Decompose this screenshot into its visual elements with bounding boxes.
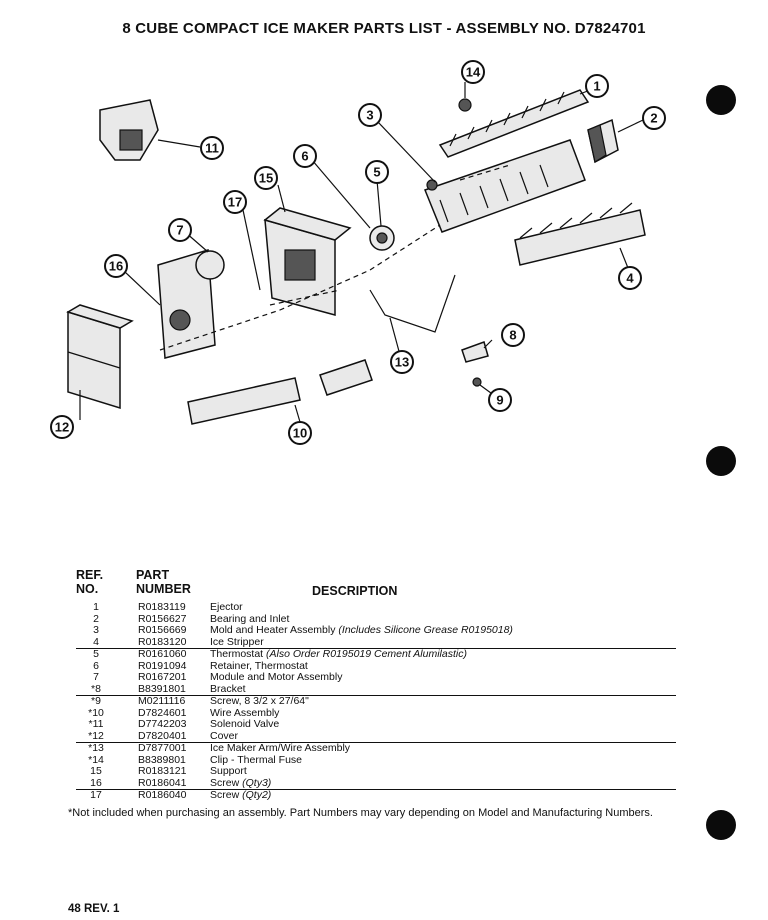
thermal-fuse-clip-part xyxy=(458,98,472,112)
svg-text:13: 13 xyxy=(395,355,409,370)
svg-text:1: 1 xyxy=(593,79,600,94)
binder-hole-top xyxy=(706,85,736,115)
mold-heater-part xyxy=(424,139,586,233)
callout-5: 5 xyxy=(365,160,389,184)
callout-15: 15 xyxy=(254,166,278,190)
callout-16: 16 xyxy=(104,254,128,278)
callout-2: 2 xyxy=(642,106,666,130)
svg-text:3: 3 xyxy=(366,108,373,123)
svg-text:16: 16 xyxy=(109,259,123,274)
svg-text:17: 17 xyxy=(228,195,242,210)
svg-text:10: 10 xyxy=(293,426,307,441)
module-motor-part xyxy=(157,249,225,359)
svg-text:7: 7 xyxy=(176,223,183,238)
callout-14: 14 xyxy=(461,60,485,84)
arm-wire-part xyxy=(369,274,456,333)
svg-text:9: 9 xyxy=(496,393,503,408)
bearing-inlet-part xyxy=(587,118,619,164)
svg-text:2: 2 xyxy=(650,111,657,126)
callout-13: 13 xyxy=(390,350,414,374)
exploded-parts-diagram: 1 2 3 4 5 6 7 8 9 10 11 12 13 14 15 16 1… xyxy=(50,60,666,445)
svg-text:12: 12 xyxy=(55,420,69,435)
footnote: *Not included when purchasing an assembl… xyxy=(68,807,653,819)
svg-text:6: 6 xyxy=(301,149,308,164)
callout-4: 4 xyxy=(618,266,642,290)
callout-10: 10 xyxy=(288,421,312,445)
bracket-part xyxy=(461,341,489,363)
wire-assembly-part xyxy=(187,359,373,425)
svg-text:5: 5 xyxy=(373,165,380,180)
ice-stripper-part xyxy=(514,202,646,266)
callout-7: 7 xyxy=(168,218,192,242)
svg-text:14: 14 xyxy=(466,65,481,80)
support-part xyxy=(263,207,352,316)
svg-text:4: 4 xyxy=(626,271,634,286)
callout-17: 17 xyxy=(223,190,247,214)
callout-3: 3 xyxy=(358,103,382,127)
callout-6: 6 xyxy=(293,144,317,168)
cover-part xyxy=(66,304,134,410)
callout-12: 12 xyxy=(50,415,74,439)
ejector-part xyxy=(438,89,590,158)
svg-text:15: 15 xyxy=(259,171,273,186)
callout-8: 8 xyxy=(501,323,525,347)
screw-9-part xyxy=(472,377,482,387)
description-header: DESCRIPTION xyxy=(312,584,398,598)
solenoid-valve-part xyxy=(99,99,159,161)
ref-no-header: REF. NO. xyxy=(76,568,104,596)
thermostat-part xyxy=(369,225,395,251)
page-title: 8 CUBE COMPACT ICE MAKER PARTS LIST - AS… xyxy=(122,20,646,37)
svg-text:11: 11 xyxy=(205,141,219,156)
table-header: REF. NO. PART NUMBER DESCRIPTION xyxy=(76,566,676,602)
callout-9: 9 xyxy=(488,388,512,412)
part-number-header: PART NUMBER xyxy=(136,568,191,596)
callout-1: 1 xyxy=(585,74,609,98)
page-number: 48 REV. 1 xyxy=(68,903,120,915)
svg-text:8: 8 xyxy=(509,328,516,343)
binder-hole-bottom xyxy=(706,810,736,840)
callout-11: 11 xyxy=(200,136,224,160)
binder-hole-middle xyxy=(706,446,736,476)
